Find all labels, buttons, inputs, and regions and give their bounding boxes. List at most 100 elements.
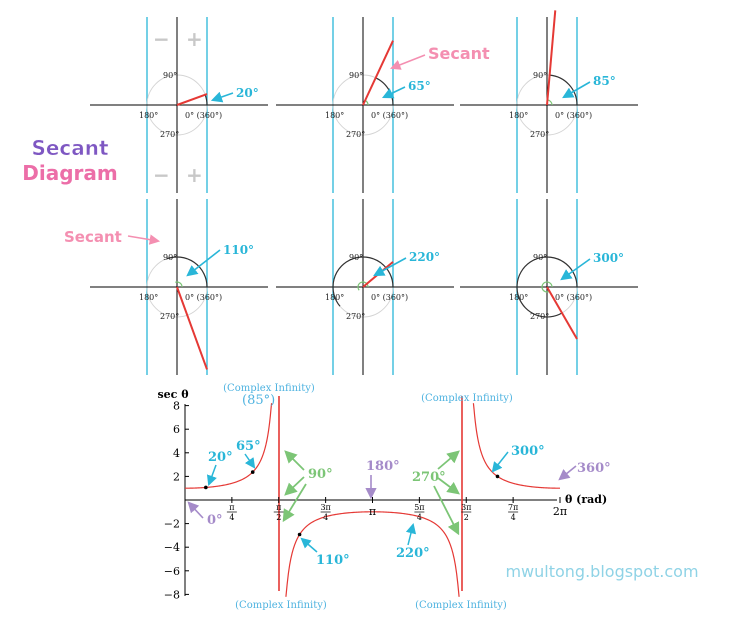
angle-label-220: 220° xyxy=(409,250,440,264)
label-180: 180° xyxy=(325,111,344,120)
annotation-300: 300° xyxy=(511,444,545,459)
unit-circle-panel-110: 90°180°270°0° (360°)110° xyxy=(90,199,268,375)
angle-arrow-20 xyxy=(210,91,234,103)
label-180: 180° xyxy=(325,293,344,302)
secant-callout-left: Secant xyxy=(64,228,161,246)
angle-marker xyxy=(357,281,369,291)
unit-circle-panel-20: 90° 180° 270° 0° (360°) 20° xyxy=(90,17,268,193)
annotation-220: 220° xyxy=(396,546,430,561)
unit-circle-panel-85: 90° 180° 270° 0° (360°) 85° xyxy=(460,10,638,193)
y-tick-label: 8 xyxy=(173,400,180,413)
graph-y-label: sec θ xyxy=(157,388,188,401)
watermark: mwultong.blogspot.com xyxy=(505,562,698,581)
annotation-0: 0° xyxy=(207,513,223,528)
angle-label-85: 85° xyxy=(593,74,616,88)
x-tick-denominator: 4 xyxy=(323,513,328,522)
annotation-20-arrow xyxy=(206,464,217,486)
angle-arrow-65 xyxy=(381,86,406,99)
secant-curve-branches xyxy=(185,403,560,597)
label-270: 270° xyxy=(530,312,549,321)
annotation-270-arrow-up xyxy=(437,450,460,470)
x-tick-label: 3π2 xyxy=(461,503,471,522)
label-0-360: 0° (360°) xyxy=(185,293,222,302)
label-0-360: 0° (360°) xyxy=(371,293,408,302)
angle-label-20: 20° xyxy=(236,86,259,100)
y-tick-label: 6 xyxy=(173,423,180,436)
angle-arc xyxy=(375,77,394,106)
unit-circle-panel-220: 90°180°270°0° (360°)220° xyxy=(276,199,454,375)
y-tick-label: −4 xyxy=(164,541,180,554)
title-line-1: Secant xyxy=(31,136,109,160)
x-tick-single: π xyxy=(369,505,376,518)
label-0-360: 0° (360°) xyxy=(555,293,592,302)
label-180: 180° xyxy=(139,111,158,120)
minus-sign-bottom: − xyxy=(153,163,170,187)
annotation-360-arrow xyxy=(558,465,577,481)
annotation-360: 360° xyxy=(577,461,611,476)
x-tick-label: 3π4 xyxy=(320,503,330,522)
annotation-85: (85°) xyxy=(242,393,275,408)
x-tick-numerator: 3π xyxy=(461,503,471,512)
annotation-270: 270° xyxy=(412,470,446,485)
complex-infinity-top-right: (Complex Infinity) xyxy=(421,393,513,404)
label-270: 270° xyxy=(160,130,179,139)
annotation-90-arrow-down xyxy=(282,483,307,523)
label-180: 180° xyxy=(509,111,528,120)
x-tick-denominator: 2 xyxy=(276,513,281,522)
secant-segment xyxy=(362,40,394,106)
annotation-110: 110° xyxy=(316,553,350,568)
sign-markers: − + − + xyxy=(153,27,203,187)
secant-branch-3 xyxy=(472,403,560,489)
annotation-270-arrow-mid xyxy=(437,477,461,495)
label-270: 270° xyxy=(530,130,549,139)
complex-infinity-bottom-right: (Complex Infinity) xyxy=(415,600,507,611)
secant-callout-top-label: Secant xyxy=(428,44,490,63)
label-90: 90° xyxy=(349,71,363,80)
angle-arc xyxy=(332,256,394,307)
y-tick-label: −2 xyxy=(164,518,180,531)
angle-arrow-85 xyxy=(562,81,591,99)
secant-branch-2 xyxy=(285,511,460,597)
unit-circle-panel-300: 90°180°270°0° (360°)300° xyxy=(460,199,638,375)
label-0-360: 0° (360°) xyxy=(555,111,592,120)
secant-callout-top-arrow xyxy=(390,54,426,70)
angle-arrow-110 xyxy=(186,249,221,277)
secant-segment xyxy=(176,93,208,106)
x-tick-numerator: 5π xyxy=(414,503,424,512)
annotation-180: 180° xyxy=(366,459,400,474)
x-tick-denominator: 4 xyxy=(229,513,234,522)
diagram-title: Secant Diagram xyxy=(22,136,117,185)
title-line-2: Diagram xyxy=(22,161,117,185)
x-tick-numerator: 3π xyxy=(320,503,330,512)
x-tick-single: 2π xyxy=(553,505,567,518)
secant-callout-left-arrow xyxy=(127,234,161,245)
complex-infinity-bottom-left: (Complex Infinity) xyxy=(235,600,327,611)
annotation-270-arrow-down xyxy=(433,485,460,536)
annotation-90: 90° xyxy=(308,467,333,482)
label-270: 270° xyxy=(346,312,365,321)
angle-label-300: 300° xyxy=(593,251,624,265)
angle-marker xyxy=(175,281,183,288)
secant-callout-left-label: Secant xyxy=(64,228,122,246)
label-0-360: 0° (360°) xyxy=(185,111,222,120)
label-90: 90° xyxy=(533,71,547,80)
annotation-90-arrow-mid xyxy=(284,476,305,496)
x-tick-denominator: 4 xyxy=(511,513,516,522)
x-tick-denominator: 2 xyxy=(464,513,469,522)
x-tick-denominator: 4 xyxy=(417,513,422,522)
angle-label-65: 65° xyxy=(408,79,431,93)
complex-infinity-top-left: (Complex Infinity) xyxy=(223,383,315,394)
label-90: 90° xyxy=(163,71,177,80)
label-90: 90° xyxy=(533,253,547,262)
dot-300 xyxy=(495,474,500,479)
x-tick-label: π xyxy=(369,505,376,518)
x-tick-label: π2 xyxy=(273,503,284,522)
x-tick-label: 5π4 xyxy=(414,503,424,522)
annotation-65: 65° xyxy=(236,439,261,454)
angle-arc xyxy=(549,74,578,106)
dot-110 xyxy=(297,532,302,537)
